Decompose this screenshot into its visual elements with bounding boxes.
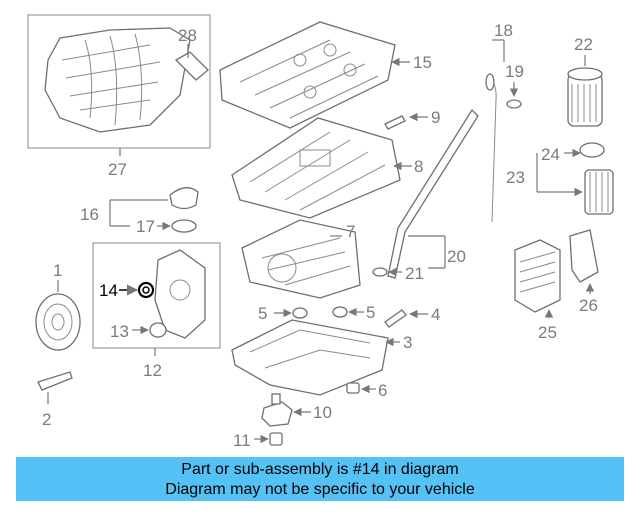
o-ring-part-19[interactable] xyxy=(506,99,522,109)
engine-parts-diagram: 28 27 15 8 9 7 3 5 xyxy=(27,14,614,450)
drain-plug-part-6[interactable] xyxy=(346,382,360,394)
intake-manifold-part[interactable] xyxy=(44,27,191,133)
callout-7[interactable]: 7 xyxy=(346,222,355,241)
callout-5a[interactable]: 5 xyxy=(258,304,267,323)
callout-22[interactable]: 22 xyxy=(574,35,593,54)
filter-element-part[interactable] xyxy=(584,169,614,215)
seal-part-5b[interactable] xyxy=(332,306,348,318)
bolt-part-11[interactable] xyxy=(269,432,283,446)
dipstick-part[interactable] xyxy=(485,73,497,223)
timing-cover-frame xyxy=(92,242,221,349)
callout-8[interactable]: 8 xyxy=(414,157,423,176)
callout-6[interactable]: 6 xyxy=(378,381,387,400)
callout-27[interactable]: 27 xyxy=(108,160,127,179)
callout-23[interactable]: 23 xyxy=(506,168,525,187)
filter-seal-part-24[interactable] xyxy=(579,142,605,158)
callout-1[interactable]: 1 xyxy=(53,261,62,280)
cooler-gasket-part[interactable] xyxy=(569,229,599,283)
callout-10[interactable]: 10 xyxy=(313,403,332,422)
callout-28[interactable]: 28 xyxy=(178,26,197,45)
callout-14[interactable]: 14 xyxy=(99,281,118,300)
bolt-part-4[interactable] xyxy=(384,309,407,328)
oil-level-sensor-part[interactable] xyxy=(261,393,293,427)
callout-4[interactable]: 4 xyxy=(431,305,440,324)
o-ring-part-21[interactable] xyxy=(372,267,388,277)
bolt-part-9[interactable] xyxy=(384,115,406,130)
banner-line-part-number: Part or sub-assembly is #14 in diagram xyxy=(181,461,459,478)
callout-13[interactable]: 13 xyxy=(110,322,129,341)
seal-part-5a[interactable] xyxy=(292,307,308,319)
callout-5b[interactable]: 5 xyxy=(366,303,375,322)
callout-26[interactable]: 26 xyxy=(579,296,598,315)
callout-19[interactable]: 19 xyxy=(505,62,524,81)
intake-gasket-part[interactable] xyxy=(174,51,209,81)
callout-3[interactable]: 3 xyxy=(403,333,412,352)
oil-filter-part[interactable] xyxy=(567,67,603,127)
engine-block-part[interactable] xyxy=(241,219,361,299)
cap-seal-part-17[interactable] xyxy=(171,219,197,233)
callout-21[interactable]: 21 xyxy=(405,264,424,283)
callout-16[interactable]: 16 xyxy=(80,205,99,224)
callout-12[interactable]: 12 xyxy=(143,361,162,380)
timing-cover-part[interactable] xyxy=(154,249,206,339)
callout-2[interactable]: 2 xyxy=(42,410,51,429)
cylinder-head-part[interactable] xyxy=(231,117,401,219)
callout-20[interactable]: 20 xyxy=(447,247,466,266)
valve-cover-part[interactable] xyxy=(219,21,396,129)
seal-part-14[interactable] xyxy=(137,281,155,299)
oil-pan-part[interactable] xyxy=(231,319,389,396)
crankshaft-pulley-part[interactable] xyxy=(35,293,81,351)
callout-18[interactable]: 18 xyxy=(494,21,513,40)
intake-manifold-frame xyxy=(27,14,211,149)
oil-cooler-part[interactable] xyxy=(514,239,561,313)
callout-17[interactable]: 17 xyxy=(136,217,155,236)
seal-part-13[interactable] xyxy=(149,322,167,338)
pulley-bolt-part[interactable] xyxy=(37,371,73,391)
callout-9[interactable]: 9 xyxy=(431,108,440,127)
callout-11[interactable]: 11 xyxy=(233,431,251,450)
info-banner: Part or sub-assembly is #14 in diagram D… xyxy=(16,457,624,501)
dipstick-tube-part[interactable] xyxy=(387,108,479,279)
oil-filler-cap-part[interactable] xyxy=(169,187,199,210)
callout-24[interactable]: 24 xyxy=(541,145,560,164)
callout-15[interactable]: 15 xyxy=(413,53,432,72)
banner-line-disclaimer: Diagram may not be specific to your vehi… xyxy=(165,481,475,498)
callout-25[interactable]: 25 xyxy=(538,323,557,342)
